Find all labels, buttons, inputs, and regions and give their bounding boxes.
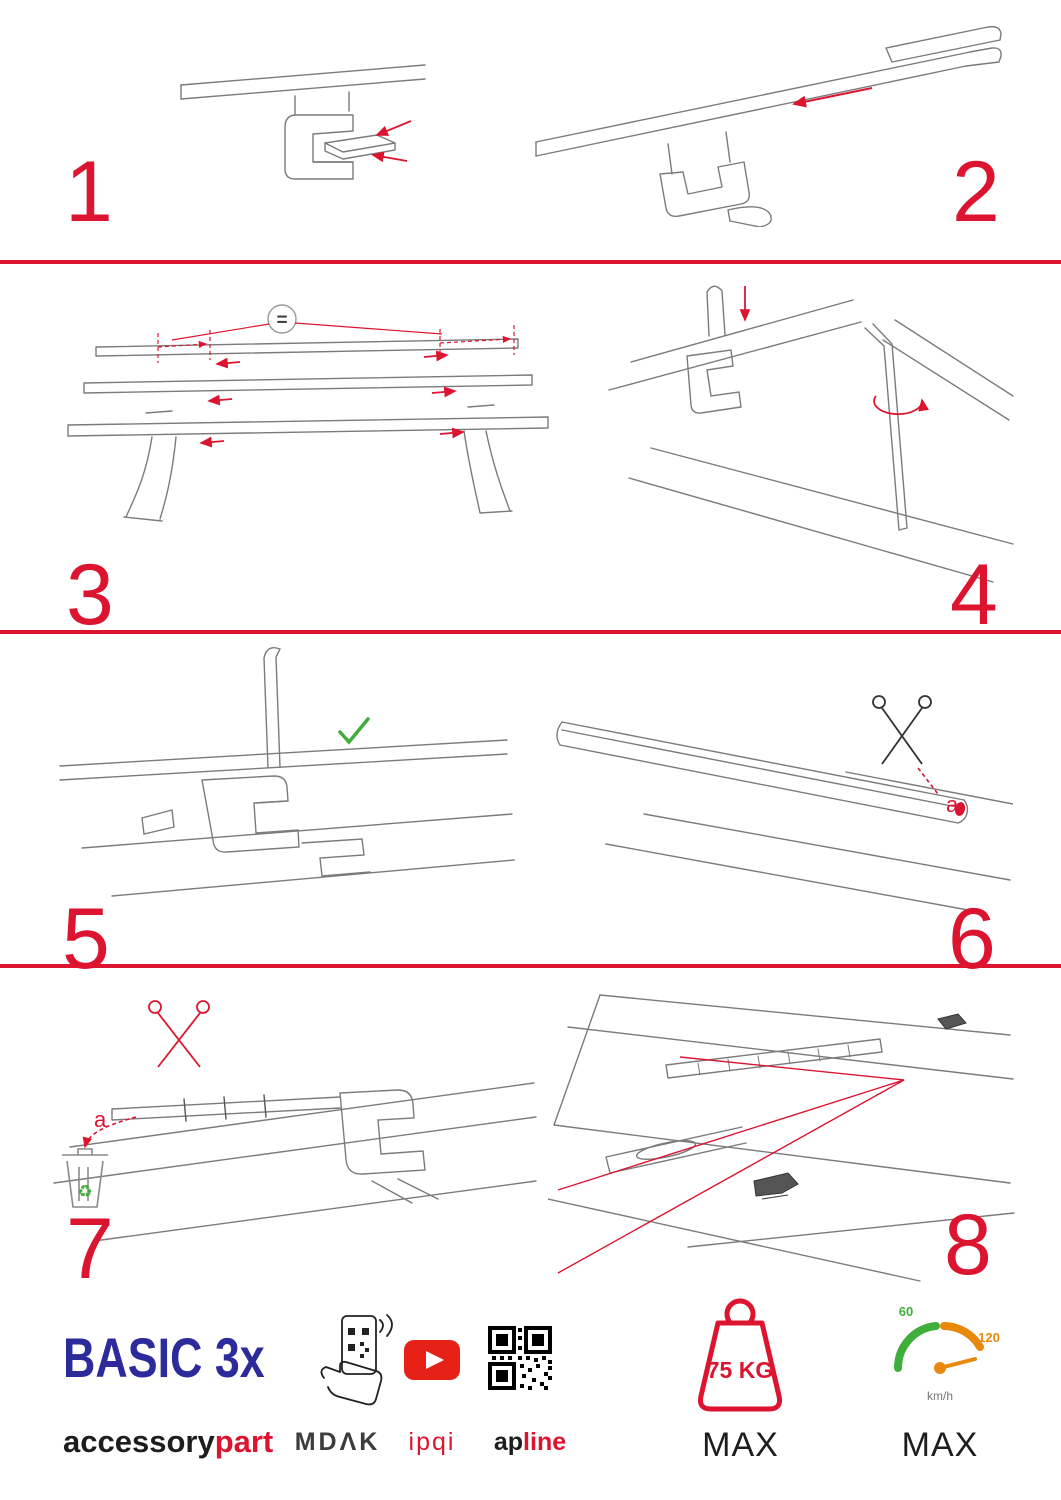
strip-insert	[954, 802, 966, 816]
cut-label: a	[94, 1107, 107, 1132]
step-4-drawing	[608, 285, 1014, 583]
step-7-number: 7	[66, 1201, 114, 1297]
step-1-number: 1	[65, 144, 113, 240]
t-bolt-parts	[753, 1013, 967, 1200]
cut-line	[917, 767, 939, 795]
brand-black-part: accessory	[63, 1424, 215, 1459]
checkmark-icon	[338, 717, 370, 745]
section-divider-3	[0, 964, 1061, 968]
product-name: BASIC 3x	[63, 1326, 265, 1389]
step-4-number: 4	[950, 547, 998, 643]
brand-wordmark: accessorypart	[63, 1424, 273, 1460]
step-7-drawing: ♻ a	[53, 1000, 537, 1242]
recycle-icon: ♻	[77, 1182, 92, 1201]
roof-overview-art	[548, 994, 1015, 1282]
logo-apline-red: line	[523, 1428, 567, 1456]
alignment-lines	[557, 1056, 905, 1274]
step-5-drawing	[59, 646, 515, 897]
step4-arrows	[739, 286, 929, 415]
bar-adjust-arrows	[199, 350, 465, 448]
step-8-number: 8	[944, 1197, 992, 1293]
qr-code	[488, 1326, 552, 1390]
step-2-number: 2	[952, 144, 1000, 240]
step-6-number: 6	[948, 891, 996, 987]
equal-spacing-badge: =	[267, 304, 297, 334]
speed-max-label: MAX	[901, 1426, 979, 1464]
insert-arrows	[371, 120, 412, 163]
speed-high-label: 120	[978, 1330, 1000, 1345]
max-load-icon: 75 KG	[698, 1298, 782, 1412]
crossbar-slide-art	[535, 25, 1002, 227]
trim-strip-art	[53, 1082, 537, 1242]
step-2-drawing	[535, 25, 1002, 227]
discard-arrow	[82, 1116, 137, 1149]
phone-qr-scan-icon	[320, 1314, 393, 1406]
slide-direction-arrow	[792, 87, 873, 108]
youtube-icon	[404, 1340, 460, 1380]
step-8-drawing	[548, 994, 1015, 1282]
step-3-number: 3	[66, 547, 114, 643]
measure-brackets	[157, 325, 515, 363]
svg-text:=: =	[276, 310, 287, 331]
trash-bin-icon	[62, 1148, 108, 1208]
max-load-label: MAX	[702, 1426, 779, 1464]
scissors-icon	[148, 1000, 210, 1068]
scissors-icon	[872, 695, 932, 765]
step-6-drawing: a	[556, 695, 1013, 911]
tighten-key-art	[608, 285, 1014, 583]
logo-apline: apline	[484, 1428, 576, 1457]
section-divider-1	[0, 260, 1061, 264]
clamp-check-art	[59, 646, 515, 897]
strip-cut-art	[556, 721, 1013, 911]
logo-mdak: MDΛK	[294, 1428, 381, 1456]
section-divider-2	[0, 630, 1061, 634]
three-bars-art	[67, 338, 549, 522]
logo-apline-black: ap	[493, 1428, 524, 1456]
logo-ipqi: ipqi	[408, 1428, 456, 1456]
speed-unit-label: km/h	[927, 1389, 953, 1403]
speed-limit-icon: 60 120 km/h	[893, 1304, 1000, 1403]
step-5-number: 5	[62, 891, 110, 987]
cut-label: a	[946, 792, 959, 817]
step-1-drawing	[180, 64, 426, 180]
step-3-drawing: =	[67, 304, 549, 522]
max-load-value: 75 KG	[707, 1357, 773, 1383]
speed-low-label: 60	[899, 1304, 913, 1319]
roof-rail-clamp-art	[180, 64, 426, 180]
equal-spacing-lines	[171, 322, 443, 341]
brand-red-part: part	[214, 1424, 274, 1459]
